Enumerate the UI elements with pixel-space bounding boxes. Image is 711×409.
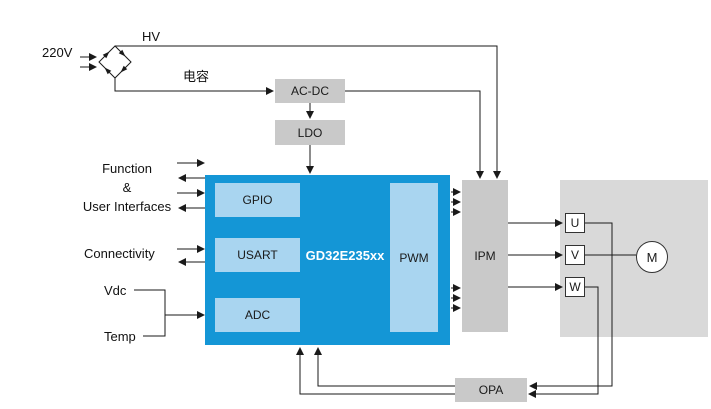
- label-vdc: Vdc: [104, 283, 127, 298]
- gpio-block: GPIO: [215, 183, 300, 217]
- opa-block: OPA: [455, 378, 527, 402]
- pwm-block: PWM: [390, 183, 438, 332]
- adc-block: ADC: [215, 298, 300, 332]
- label-function-line2: &: [122, 180, 132, 195]
- label-connectivity: Connectivity: [84, 246, 155, 261]
- acdc-block: AC-DC: [275, 79, 345, 103]
- opa-to-adc-arrow-2: [296, 347, 455, 395]
- vdc-to-adc-line: [134, 289, 205, 319]
- usart-block: USART: [215, 238, 300, 272]
- label-220v: 220V: [42, 45, 73, 60]
- bridge-rectifier-icon: [98, 45, 132, 79]
- label-hv: HV: [142, 29, 161, 44]
- acdc-to-ipm-line: [345, 90, 484, 179]
- phase-u-terminal: U: [565, 213, 585, 233]
- mcu-part-number: GD32E235xx: [305, 248, 385, 263]
- label-temp: Temp: [104, 329, 136, 344]
- motor-circle-icon: M: [636, 241, 668, 273]
- phase-v-terminal: V: [565, 245, 585, 265]
- ldo-block: LDO: [275, 120, 345, 145]
- label-function-line3: User Interfaces: [82, 199, 172, 214]
- temp-to-adc-line: [143, 315, 166, 337]
- ipm-block: IPM: [462, 180, 508, 332]
- label-function-line1: Function: [102, 161, 152, 176]
- label-capacitor: 电容: [183, 69, 210, 84]
- phase-w-terminal: W: [565, 277, 585, 297]
- label-function-user-interfaces: Function & User Interfaces: [78, 159, 176, 216]
- opa-to-adc-arrow-1: [314, 347, 455, 387]
